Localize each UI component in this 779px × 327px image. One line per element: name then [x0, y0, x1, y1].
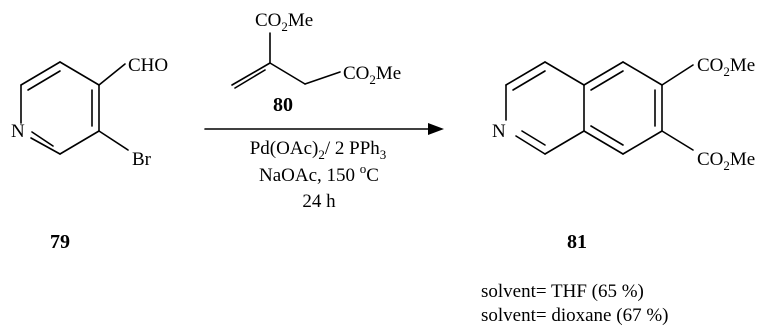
double-bond: [590, 125, 624, 146]
double-bond: [31, 131, 54, 147]
double-bond: [234, 69, 266, 89]
compound-81-number: 81: [567, 231, 587, 253]
bond: [59, 130, 100, 155]
compound-79-cho-label: CHO: [128, 55, 168, 76]
compound-79-br-label: Br: [132, 149, 152, 170]
bond: [544, 130, 585, 155]
compound-80-number: 80: [273, 94, 293, 116]
bond-to-cho: [98, 63, 126, 86]
bond-to-ester: [661, 130, 694, 151]
compound-79-number: 79: [50, 231, 70, 253]
solvent-line-thf: solvent= THF (65 %): [481, 281, 644, 302]
compound-81-bottom-ester: CO2Me: [697, 149, 755, 173]
bond-to-br: [98, 130, 129, 151]
compound-80-structure: [231, 32, 341, 89]
compound-80-top-ester: CO2Me: [255, 10, 313, 34]
bond: [544, 61, 585, 86]
condition-base-temperature: NaOAc, 150 oC: [259, 161, 379, 186]
bond: [269, 62, 306, 85]
compound-80-right-ester: CO2Me: [343, 63, 401, 87]
bond: [622, 130, 663, 155]
compound-81-top-ester: CO2Me: [697, 55, 755, 79]
compound-81-structure: [505, 61, 694, 155]
double-bond: [27, 70, 61, 91]
double-bond: [512, 70, 546, 91]
bond-to-ester: [661, 64, 694, 86]
double-bond: [521, 130, 546, 146]
arrow-head-icon: [428, 123, 444, 135]
bond: [231, 62, 271, 86]
bond: [20, 61, 61, 86]
bond-to-ester: [304, 71, 341, 85]
bond: [515, 135, 546, 155]
bond: [622, 61, 663, 86]
compound-79-n-label: N: [11, 121, 25, 142]
solvent-line-dioxane: solvent= dioxane (67 %): [481, 305, 668, 326]
condition-time: 24 h: [302, 191, 336, 212]
bond: [583, 130, 624, 155]
bond: [59, 61, 100, 86]
bond: [505, 61, 546, 86]
bond: [583, 61, 624, 86]
compound-81-n-label: N: [492, 121, 506, 142]
bond: [30, 137, 61, 155]
compound-79-structure: [20, 61, 129, 155]
condition-catalyst: Pd(OAc)2/ 2 PPh3: [250, 138, 387, 162]
double-bond: [590, 70, 624, 91]
